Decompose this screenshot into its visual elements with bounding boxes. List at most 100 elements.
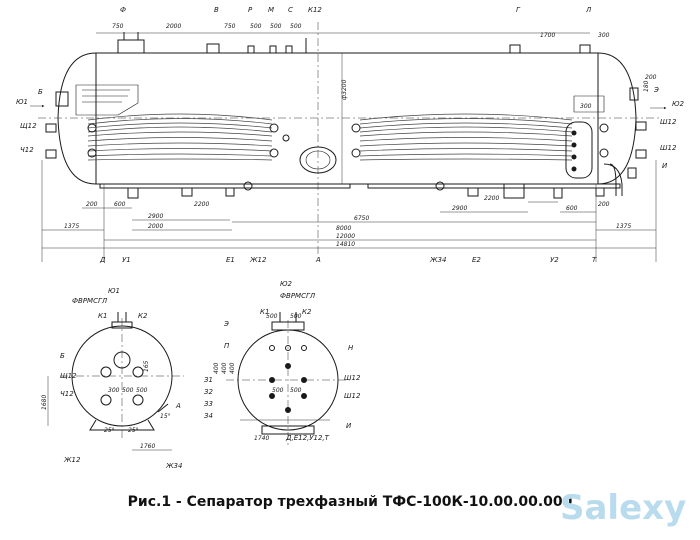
svg-text:500: 500 <box>290 313 302 320</box>
svg-text:К2: К2 <box>138 312 148 320</box>
svg-text:Ж34: Ж34 <box>429 256 446 264</box>
svg-text:1680: 1680 <box>41 395 48 410</box>
svg-text:Ю2: Ю2 <box>280 280 293 288</box>
svg-text:И: И <box>346 422 352 430</box>
svg-text:14810: 14810 <box>336 241 355 248</box>
svg-text:Д,Е12,У12,Т: Д,Е12,У12,Т <box>285 434 330 442</box>
nozzle-label-K12: К12 <box>308 6 322 14</box>
tube-bundle-right <box>359 113 573 161</box>
svg-text:А: А <box>175 402 181 410</box>
separator-technical-drawing: Ф В Р М С К12 Г Л 750 2000 750 500 500 5… <box>16 6 685 470</box>
svg-text:500: 500 <box>290 387 302 394</box>
svg-text:Б: Б <box>38 88 43 96</box>
svg-text:300: 300 <box>598 32 610 39</box>
svg-text:Б: Б <box>60 352 65 360</box>
nozzle-label-F: Ф <box>120 6 126 14</box>
collector-chamber <box>565 121 593 179</box>
svg-text:ФВРМСГЛ: ФВРМСГЛ <box>72 297 108 305</box>
svg-text:1700: 1700 <box>540 32 555 39</box>
svg-text:И: И <box>662 162 668 170</box>
section-view-2: Ю2 ФВРМСГЛ К1 К2 Э П Н Ш12 Ш12 И З1 З2 З… <box>204 280 361 446</box>
svg-text:200: 200 <box>645 74 657 81</box>
svg-text:Э: Э <box>223 320 229 328</box>
svg-text:15°: 15° <box>160 413 171 420</box>
nozzle-label-M: М <box>268 6 274 14</box>
svg-text:750: 750 <box>112 23 124 30</box>
svg-text:400: 400 <box>213 362 220 374</box>
svg-text:1740: 1740 <box>254 435 269 442</box>
svg-text:Ю1: Ю1 <box>16 98 28 106</box>
svg-text:К1: К1 <box>98 312 107 320</box>
svg-text:300: 300 <box>108 387 120 394</box>
nozzle-label-R: Р <box>248 6 253 14</box>
nozzle-label-S: С <box>288 6 293 14</box>
top-nozzles <box>117 32 591 54</box>
manhole <box>299 146 337 174</box>
svg-text:6750: 6750 <box>354 215 369 222</box>
svg-text:К1: К1 <box>260 308 269 316</box>
svg-text:750: 750 <box>224 23 236 30</box>
svg-text:Ш12: Ш12 <box>344 392 361 400</box>
svg-text:500: 500 <box>272 387 284 394</box>
svg-text:З2: З2 <box>204 388 213 396</box>
svg-text:Щ12: Щ12 <box>60 372 77 380</box>
side-annotations: Ю1 Б Щ12 Ч12 Э Ю2 Ш12 Ш12 И 200 180 300 <box>16 74 685 170</box>
svg-text:З1: З1 <box>204 376 213 384</box>
svg-text:400: 400 <box>221 362 228 374</box>
svg-text:600: 600 <box>114 201 126 208</box>
svg-text:300: 300 <box>580 103 592 110</box>
svg-text:Ж12: Ж12 <box>63 456 81 464</box>
svg-text:600: 600 <box>566 205 578 212</box>
svg-text:А: А <box>315 256 321 264</box>
svg-text:Е1: Е1 <box>226 256 235 264</box>
inlet-chamber <box>75 84 139 116</box>
top-annotations: Ф В Р М С К12 Г Л 750 2000 750 500 500 5… <box>96 6 610 100</box>
svg-text:400: 400 <box>229 362 236 374</box>
bottom-dimensions: 200 600 2900 2200 2000 1375 6750 8000 12… <box>41 160 657 264</box>
svg-text:2900: 2900 <box>452 205 467 212</box>
svg-text:1375: 1375 <box>64 223 79 230</box>
svg-text:500: 500 <box>250 23 262 30</box>
svg-text:500: 500 <box>270 23 282 30</box>
svg-text:Щ12: Щ12 <box>20 122 37 130</box>
outlet-baffle <box>573 95 605 113</box>
svg-text:Ш12: Ш12 <box>344 374 361 382</box>
svg-text:1760: 1760 <box>140 443 155 450</box>
svg-text:25°: 25° <box>128 427 139 434</box>
svg-text:500: 500 <box>136 387 148 394</box>
diameter-label: ф3200 <box>341 79 348 100</box>
svg-text:180: 180 <box>643 80 650 92</box>
svg-text:Е2: Е2 <box>472 256 481 264</box>
figure-caption: Рис.1 - Сепаратор трехфазный ТФС-100К-10… <box>127 494 573 510</box>
svg-text:Н: Н <box>348 344 354 352</box>
svg-text:2200: 2200 <box>194 201 209 208</box>
svg-text:2000: 2000 <box>148 223 163 230</box>
tube-bundle-left <box>87 113 273 161</box>
svg-text:Ч12: Ч12 <box>20 146 34 154</box>
watermark-logo: Salexy <box>560 488 687 528</box>
svg-text:25°: 25° <box>104 427 115 434</box>
svg-text:Ж34: Ж34 <box>165 462 182 470</box>
svg-text:З4: З4 <box>204 412 213 420</box>
vessel-shell <box>57 52 637 185</box>
svg-text:165: 165 <box>143 360 150 372</box>
svg-text:Ю1: Ю1 <box>108 287 120 295</box>
section-view-1: Ю1 ФВРМСГЛ К1 К2 Б Щ12 Ч12 А Ж12 Ж34 300… <box>41 287 184 470</box>
svg-text:З3: З3 <box>204 400 213 408</box>
svg-text:200: 200 <box>86 201 98 208</box>
svg-text:1375: 1375 <box>616 223 631 230</box>
svg-text:Э: Э <box>653 86 659 94</box>
svg-text:2200: 2200 <box>484 195 499 202</box>
svg-text:У2: У2 <box>550 256 559 264</box>
nozzle-label-G: Г <box>516 6 521 14</box>
svg-text:П: П <box>224 342 230 350</box>
svg-text:500: 500 <box>122 387 134 394</box>
svg-text:Ш12: Ш12 <box>660 144 677 152</box>
svg-text:2900: 2900 <box>148 213 163 220</box>
svg-text:Ж12: Ж12 <box>249 256 267 264</box>
vessel-side-view <box>38 22 660 260</box>
svg-text:Ю2: Ю2 <box>672 100 685 108</box>
svg-text:12000: 12000 <box>336 233 355 240</box>
svg-text:Д: Д <box>99 256 106 264</box>
nozzle-label-V: В <box>214 6 219 14</box>
